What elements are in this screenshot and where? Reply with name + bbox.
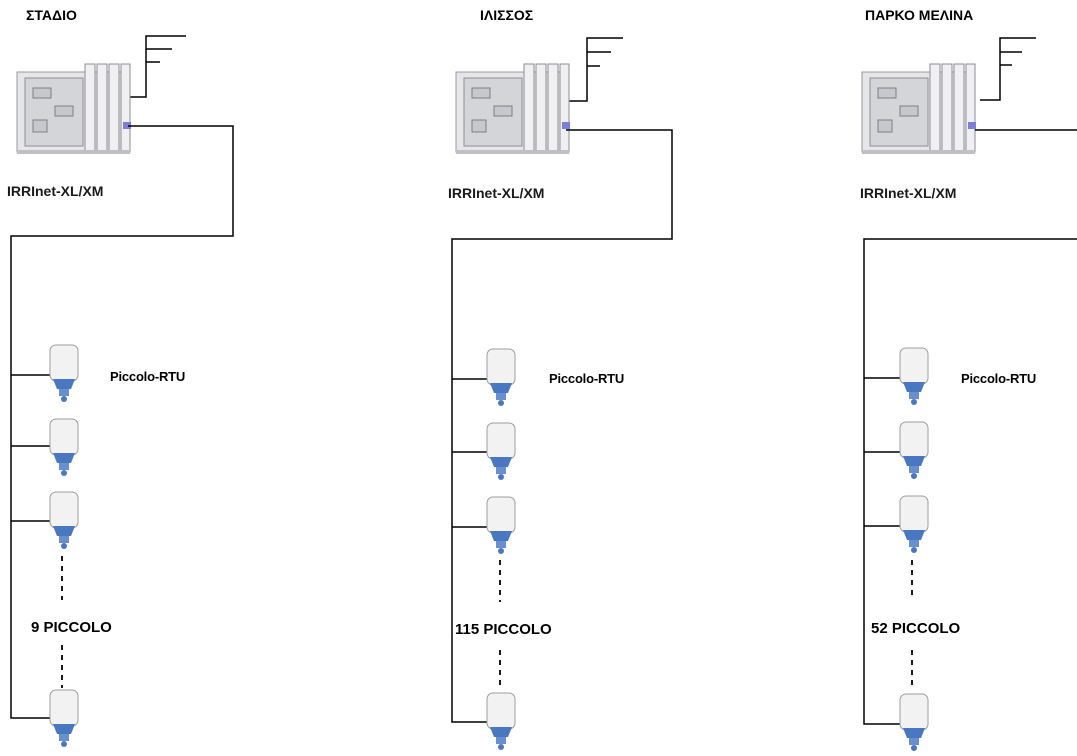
rtu-count-label: 52 PICCOLO bbox=[871, 620, 961, 637]
piccolo-rtu-icon bbox=[486, 692, 516, 750]
piccolo-rtu-icon bbox=[49, 491, 79, 549]
antenna-icon bbox=[980, 37, 1036, 101]
site-parko-melina: ΠΑΡΚΟ ΜΕΛΙΝΑ bbox=[852, 0, 1077, 756]
antenna-icon bbox=[128, 35, 186, 98]
rtu-count-label: 9 PICCOLO bbox=[31, 619, 112, 636]
antenna-icon bbox=[566, 37, 623, 102]
network-diagram bbox=[10, 35, 234, 747]
bus-line bbox=[10, 125, 234, 719]
rtu-label: Piccolo-RTU bbox=[961, 371, 1037, 386]
piccolo-rtu-icon bbox=[486, 422, 516, 480]
rtu-label: Piccolo-RTU bbox=[549, 371, 625, 386]
piccolo-rtu-icon bbox=[899, 421, 929, 479]
irrinet-controller-icon bbox=[16, 63, 131, 154]
controller-label: IRRInet-XL/XM bbox=[860, 185, 957, 201]
rtu-label: Piccolo-RTU bbox=[110, 369, 186, 384]
piccolo-rtu-icon bbox=[486, 348, 516, 406]
controller-label: IRRInet-XL/XM bbox=[7, 183, 104, 199]
site-title: ΠΑΡΚΟ ΜΕΛΙΝΑ bbox=[865, 7, 974, 23]
network-diagram bbox=[861, 37, 1077, 751]
piccolo-rtu-icon bbox=[49, 344, 79, 402]
site-stadio: ΣΤΑΔΙΟ bbox=[0, 0, 359, 756]
piccolo-rtu-icon bbox=[899, 693, 929, 751]
site-ilissos: ΙΛΙΣΣΟΣ bbox=[440, 0, 799, 756]
network-diagram bbox=[451, 37, 673, 750]
piccolo-rtu-icon bbox=[899, 347, 929, 405]
bus-line bbox=[451, 129, 673, 723]
site-title: ΙΛΙΣΣΟΣ bbox=[480, 7, 534, 23]
piccolo-rtu-icon bbox=[49, 689, 79, 747]
irrinet-controller-icon bbox=[455, 63, 570, 154]
piccolo-rtu-icon bbox=[899, 495, 929, 553]
piccolo-rtu-icon bbox=[49, 418, 79, 476]
irrinet-controller-icon bbox=[861, 63, 976, 154]
controller-label: IRRInet-XL/XM bbox=[448, 185, 545, 201]
site-title: ΣΤΑΔΙΟ bbox=[26, 7, 77, 23]
piccolo-rtu-icon bbox=[486, 496, 516, 554]
bus-line bbox=[863, 129, 1077, 725]
rtu-count-label: 115 PICCOLO bbox=[455, 621, 552, 638]
